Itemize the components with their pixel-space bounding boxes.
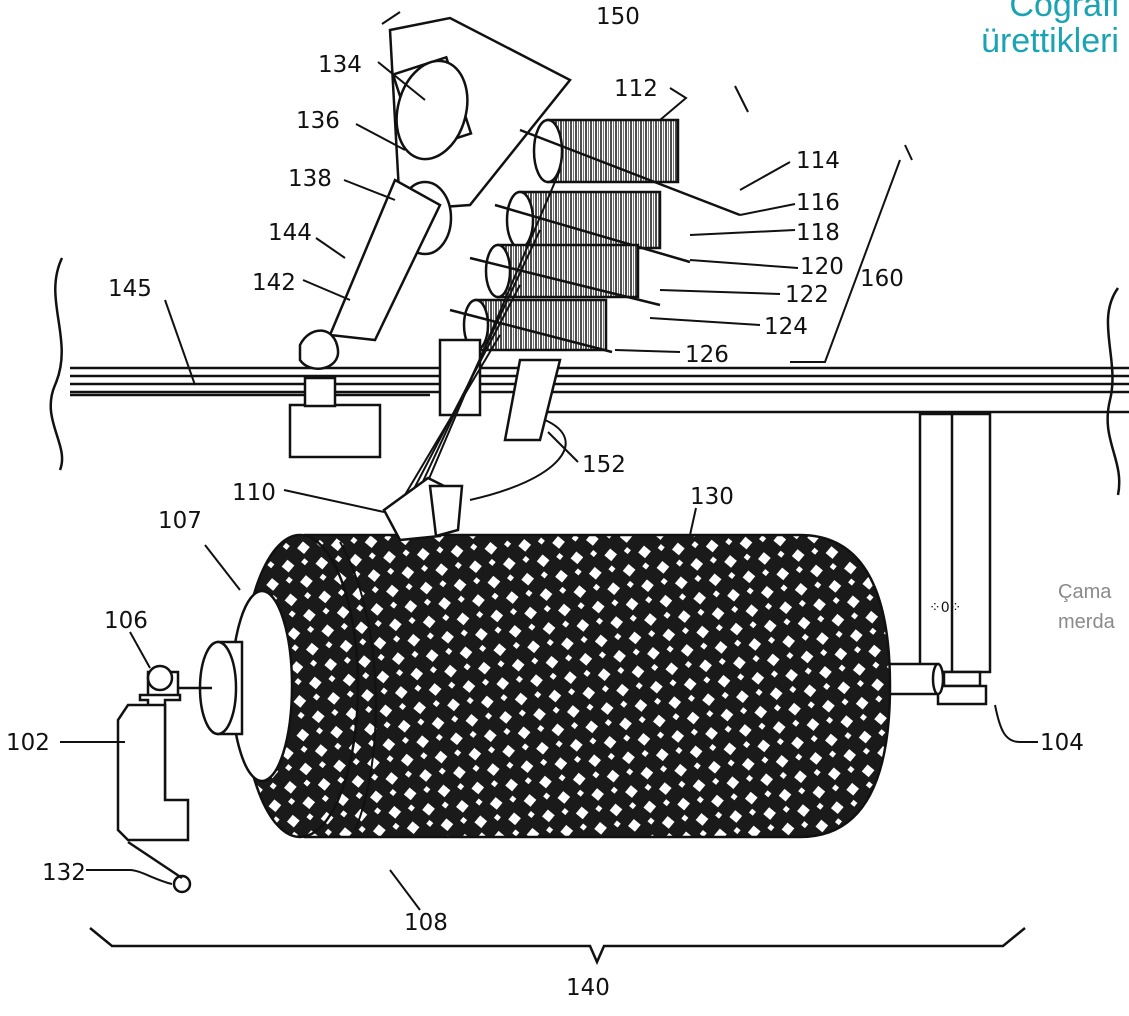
label-122: 122: [785, 282, 829, 308]
end-disc: [170, 589, 294, 783]
label-112: 112: [614, 76, 658, 102]
label-132: 132: [42, 860, 86, 886]
label-134: 134: [318, 52, 362, 78]
label-138: 138: [288, 166, 332, 192]
break-brackets: [49, 257, 1121, 496]
label-110: 110: [232, 480, 276, 506]
label-140: 140: [566, 975, 610, 1001]
label-102: 102: [6, 730, 50, 756]
fiber-strands: [395, 169, 567, 511]
overlay-caption-line-1: Çama: [1058, 581, 1112, 603]
overlay-caption-line-2: merda: [1058, 611, 1115, 633]
creel-frame: [298, 16, 572, 370]
label-116: 116: [796, 190, 840, 216]
label-150: 150: [596, 4, 640, 30]
headstock-carriage: [116, 664, 192, 894]
leader-lines: [60, 11, 1038, 911]
label-126: 126: [685, 342, 729, 368]
delivery-head: [288, 376, 464, 542]
label-136: 136: [296, 108, 340, 134]
reference-numerals: 150 134 112 136 114 138 116 144 118 120 …: [6, 4, 1084, 1001]
spindle-120: [469, 243, 661, 307]
label-130: 130: [690, 484, 734, 510]
label-114: 114: [796, 148, 840, 174]
rail-beam: [70, 366, 1129, 414]
svg-text:⁘0⁘: ⁘0⁘: [929, 600, 961, 616]
label-152: 152: [582, 452, 626, 478]
label-142: 142: [252, 270, 296, 296]
label-104: 104: [1040, 730, 1084, 756]
label-120: 120: [800, 254, 844, 280]
support-post: ⁘0⁘: [918, 412, 992, 706]
overlay-title-line-1: Coğrafi: [1009, 0, 1119, 24]
label-144: 144: [268, 220, 312, 246]
label-106: 106: [104, 608, 148, 634]
spindle-124: [449, 298, 613, 354]
overall-bracket: [89, 927, 1026, 966]
label-108: 108: [404, 910, 448, 936]
label-160: 160: [860, 266, 904, 292]
spindle-112: [519, 118, 741, 217]
overlay-title-line-2: ürettikleri: [981, 22, 1119, 60]
label-107: 107: [158, 508, 202, 534]
label-124: 124: [764, 314, 808, 340]
wound-mesh-cylinder: [240, 533, 892, 839]
label-118: 118: [796, 220, 840, 246]
label-145: 145: [108, 276, 152, 302]
mandrel-shaft: [880, 662, 945, 696]
spindle-116: [494, 190, 691, 264]
